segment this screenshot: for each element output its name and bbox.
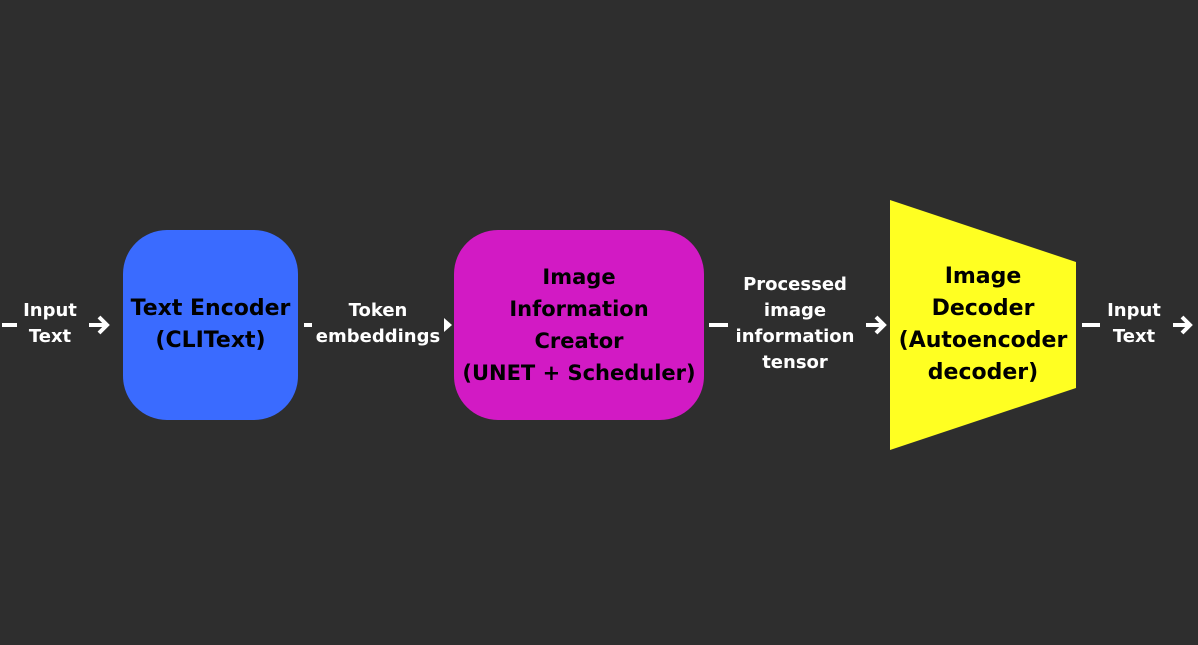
processed-tensor-label: Processed image information tensor xyxy=(730,272,860,376)
image-information-creator-box: Image Information Creator (UNET + Schedu… xyxy=(454,230,704,420)
output-label-line: Text xyxy=(1112,326,1156,347)
decoder-line: Decoder xyxy=(931,296,1035,321)
input-label-line: Text xyxy=(28,326,72,347)
token-label-line: embeddings xyxy=(315,326,441,347)
tensor-label-line: information xyxy=(735,326,855,347)
tensor-label-line: tensor xyxy=(762,352,828,373)
token-label-line: Token xyxy=(348,300,408,321)
output-text-label: Input Text xyxy=(1102,298,1166,350)
text-encoder-box: Text Encoder (CLIText) xyxy=(123,230,298,420)
decoder-line: decoder) xyxy=(927,360,1039,385)
arrow-right-icon xyxy=(866,315,887,335)
tensor-label-line: image xyxy=(763,300,827,321)
image-decoder-box: Image Decoder (Autoencoder decoder) xyxy=(890,200,1076,450)
info-creator-line: Information xyxy=(509,297,649,321)
token-embeddings-label: Token embeddings xyxy=(315,298,441,350)
decoder-line: (Autoencoder xyxy=(898,328,1068,353)
arrow-right-icon xyxy=(444,318,452,332)
image-decoder-text: Image Decoder (Autoencoder decoder) xyxy=(890,200,1076,450)
info-creator-line: Image xyxy=(542,265,616,289)
info-creator-line: (UNET + Scheduler) xyxy=(462,361,696,385)
arrow-right-icon xyxy=(89,315,110,335)
info-creator-line: Creator xyxy=(534,329,624,353)
input-text-label: Input Text xyxy=(18,298,82,350)
text-encoder-subtitle: (CLIText) xyxy=(155,328,266,353)
decoder-line: Image xyxy=(944,264,1022,289)
output-label-line: Input xyxy=(1107,300,1161,321)
tensor-label-line: Processed xyxy=(743,274,847,295)
trapezoid-shape xyxy=(890,200,1076,450)
input-label-line: Input xyxy=(23,300,77,321)
text-encoder-title: Text Encoder xyxy=(130,296,291,321)
arrow-right-icon xyxy=(1173,315,1193,335)
